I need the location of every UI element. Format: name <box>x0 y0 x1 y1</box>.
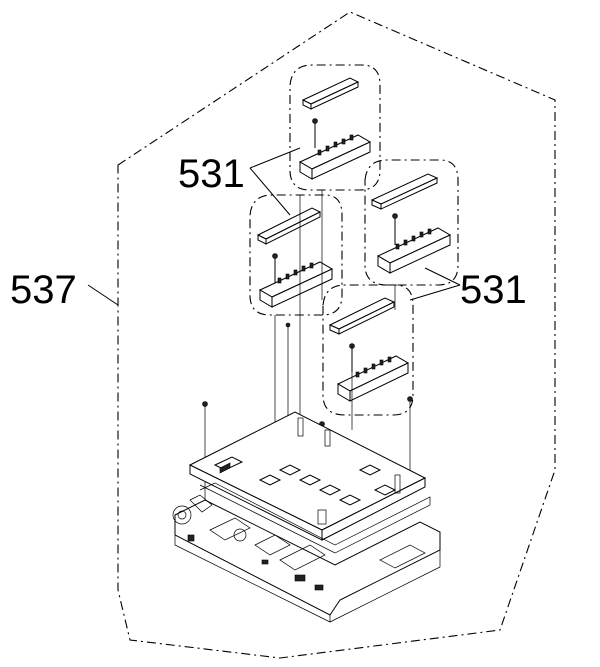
assembly-label-537: 537 <box>10 268 77 312</box>
leader-531-top-a <box>249 147 301 169</box>
sub-assembly-531-d <box>322 284 414 416</box>
sub-assembly-531-c <box>249 194 343 316</box>
sub-assembly-531-b <box>364 159 459 286</box>
leader-531-top-b <box>249 167 291 216</box>
leader-531-right-b <box>409 284 461 301</box>
leader-537 <box>87 284 119 306</box>
sub-assembly-531-a <box>289 64 381 191</box>
main-board-assembly <box>172 411 441 623</box>
assembly-537-boundary <box>117 11 556 659</box>
sub-assembly-label-531-top: 531 <box>178 152 245 196</box>
leader-531-right-a <box>424 267 461 286</box>
sub-assembly-label-531-right: 531 <box>460 268 527 312</box>
